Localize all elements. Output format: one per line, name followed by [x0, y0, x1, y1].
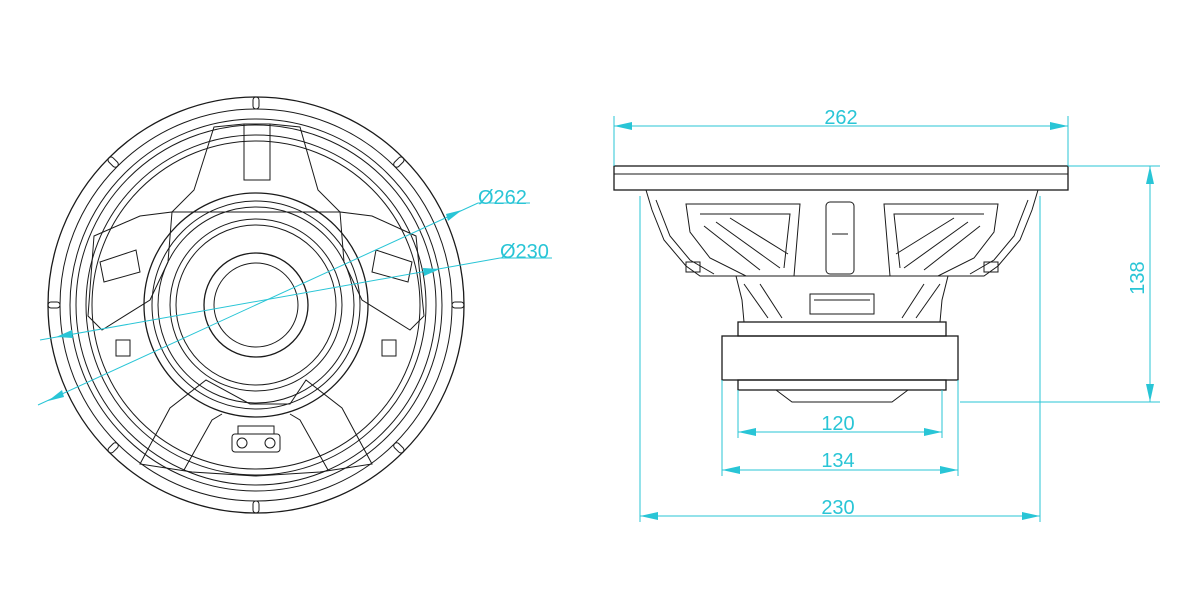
mounting-hole	[393, 156, 405, 168]
dim-120-line	[737, 390, 943, 438]
lower-basket	[735, 275, 949, 323]
mounting-hole	[107, 156, 119, 168]
cutout-width-label: 230	[821, 497, 854, 519]
basket-frame	[85, 123, 427, 477]
mounting-hole	[107, 442, 119, 454]
mounting-hole	[252, 96, 260, 110]
dim-138-line	[960, 165, 1160, 403]
mounting-holes	[47, 96, 465, 514]
cone-and-surround	[143, 192, 369, 418]
flange-side	[613, 165, 1069, 191]
mounting-hole	[393, 442, 405, 454]
side-view: 262 138 120 134	[613, 107, 1160, 522]
magnet-inner-label: 120	[821, 413, 854, 435]
dia-inner-label: Ø230	[500, 241, 549, 263]
height-label: 138	[1127, 261, 1149, 294]
overall-width-label: 262	[824, 107, 857, 129]
basket-side	[645, 189, 1039, 277]
magnet-assembly	[721, 321, 959, 403]
dia-outer-label: Ø262	[478, 187, 527, 209]
front-view: Ø262 Ø230	[37, 96, 552, 514]
dia-230-leader	[39, 257, 552, 341]
dia-262-leader	[37, 202, 530, 406]
mounting-hole	[47, 301, 61, 309]
dim-230-line	[639, 196, 1041, 522]
dim-134-line	[721, 380, 959, 476]
magnet-outer-label: 134	[821, 450, 854, 472]
dim-262-line	[613, 116, 1069, 166]
mounting-hole	[252, 500, 260, 514]
mounting-hole	[451, 301, 465, 309]
